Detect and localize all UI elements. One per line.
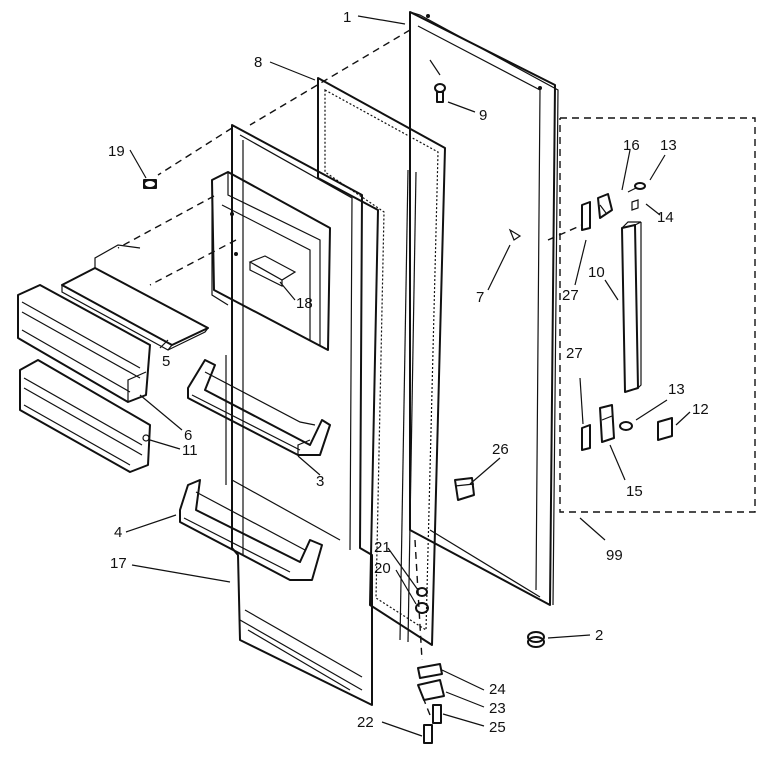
callout-14: 14 — [657, 209, 674, 226]
lower-bin — [19, 359, 151, 473]
callout-9: 9 — [479, 107, 487, 124]
callout-17: 17 — [110, 555, 127, 572]
callout-6: 6 — [184, 427, 192, 444]
upper-door-shelf — [187, 359, 331, 456]
outer-door-panel — [409, 11, 559, 606]
callout-3: 3 — [316, 473, 324, 490]
upper-bin — [17, 284, 151, 403]
callout-27-lower: 27 — [566, 345, 583, 362]
dispenser-housing — [211, 171, 341, 541]
upper-hinge-parts — [581, 182, 646, 231]
handle-trim — [621, 221, 642, 393]
callout-13-upper: 13 — [660, 137, 677, 154]
callout-4: 4 — [114, 524, 122, 541]
callout-20: 20 — [374, 560, 391, 577]
callout-10: 10 — [588, 264, 605, 281]
callout-24: 24 — [489, 681, 506, 698]
callout-15: 15 — [626, 483, 643, 500]
callout-1: 1 — [343, 9, 351, 26]
callout-12: 12 — [692, 401, 709, 418]
callout-22: 22 — [357, 714, 374, 731]
leader-lines — [125, 15, 691, 737]
lower-door-shelf — [179, 479, 323, 581]
callout-5: 5 — [162, 353, 170, 370]
callout-26: 26 — [492, 441, 509, 458]
lower-hinge-parts — [581, 404, 673, 451]
callout-8: 8 — [254, 54, 262, 71]
callout-23: 23 — [489, 700, 506, 717]
small-hardware — [143, 83, 545, 744]
callout-7: 7 — [476, 289, 484, 306]
callout-99: 99 — [606, 547, 623, 564]
hinge-kit-box — [559, 117, 756, 513]
callout-25: 25 — [489, 719, 506, 736]
alignment-lines — [117, 29, 583, 716]
callout-27-upper: 27 — [562, 287, 579, 304]
callout-19: 19 — [108, 143, 125, 160]
callout-16: 16 — [623, 137, 640, 154]
callout-2: 2 — [595, 627, 603, 644]
callout-13-lower: 13 — [668, 381, 685, 398]
callout-21: 21 — [374, 539, 391, 556]
callout-labels: 1 2 3 4 5 6 7 8 9 10 11 12 13 13 14 15 1… — [108, 9, 709, 736]
callout-11: 11 — [182, 442, 198, 459]
door-stop-bracket — [454, 477, 475, 501]
callout-18: 18 — [296, 295, 313, 312]
door-gasket — [317, 77, 446, 646]
bin-cover — [61, 244, 209, 351]
